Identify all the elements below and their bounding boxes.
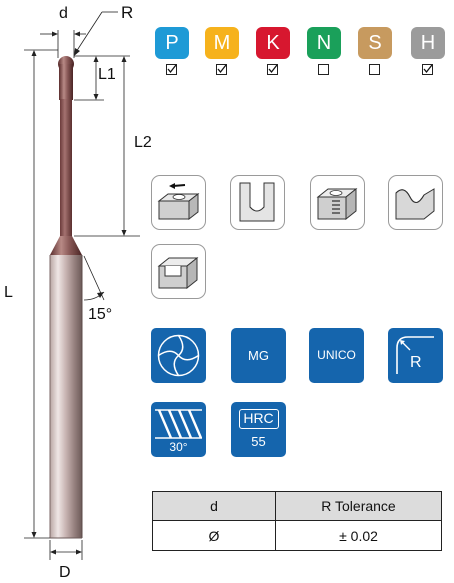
header-d: d [152, 491, 276, 521]
end-mill-drawing [24, 11, 140, 560]
tool-neck [60, 99, 72, 236]
hrc-frame [239, 409, 279, 429]
dimension-l2-label: L2 [134, 134, 152, 151]
material-h: H [411, 27, 445, 59]
table-header-row: d R Tolerance [152, 491, 442, 521]
drilling-icon [310, 175, 365, 230]
mg-grade-badge: MG [231, 328, 286, 383]
tool-shank [50, 255, 82, 538]
tool-taper [50, 236, 82, 255]
material-k-checkbox [267, 64, 278, 75]
pocketing-icon [151, 244, 206, 299]
dimension-d-label: d [59, 5, 68, 22]
unico-label: UNICO [317, 348, 356, 362]
material-s-checkbox [369, 64, 380, 75]
material-n: N [307, 27, 341, 59]
helix-angle-icon: 30° [151, 402, 206, 457]
angle-label: 15° [88, 306, 113, 323]
hrc-value: 55 [251, 434, 266, 449]
cutting-flute [59, 64, 73, 100]
material-s: S [358, 27, 392, 59]
tolerance-table: d R Tolerance Ø ± 0.02 [152, 491, 442, 551]
unico-coating-badge: UNICO [309, 328, 364, 383]
table-row: Ø ± 0.02 [152, 520, 442, 551]
dimension-r-label: R [121, 3, 134, 22]
material-p: P [155, 27, 189, 59]
mg-label: MG [248, 348, 269, 363]
material-n-checkbox [318, 64, 329, 75]
dimension-l-label: L [4, 284, 13, 301]
dimension-l1-label: L1 [98, 66, 116, 83]
hrc-label: HRC [243, 410, 274, 426]
helix-angle-label: 30° [169, 440, 188, 454]
profiling-icon [388, 175, 443, 230]
radius-label: R [410, 354, 422, 371]
material-m-checkbox [216, 64, 227, 75]
corner-radius-icon: R [388, 328, 443, 383]
hrc-hardness-badge: HRC 55 [231, 402, 286, 457]
side-milling-icon [151, 175, 206, 230]
dimension-d-shank-label: D [59, 564, 71, 581]
material-k: K [256, 27, 290, 59]
material-m: M [205, 27, 239, 59]
slotting-icon [230, 175, 285, 230]
four-flute-icon [151, 328, 206, 383]
cell-diameter: Ø [152, 520, 276, 551]
header-r-tolerance: R Tolerance [275, 491, 442, 521]
material-p-checkbox: ☑ [166, 64, 177, 75]
cell-tolerance: ± 0.02 [275, 520, 442, 551]
material-h-checkbox [422, 64, 433, 75]
